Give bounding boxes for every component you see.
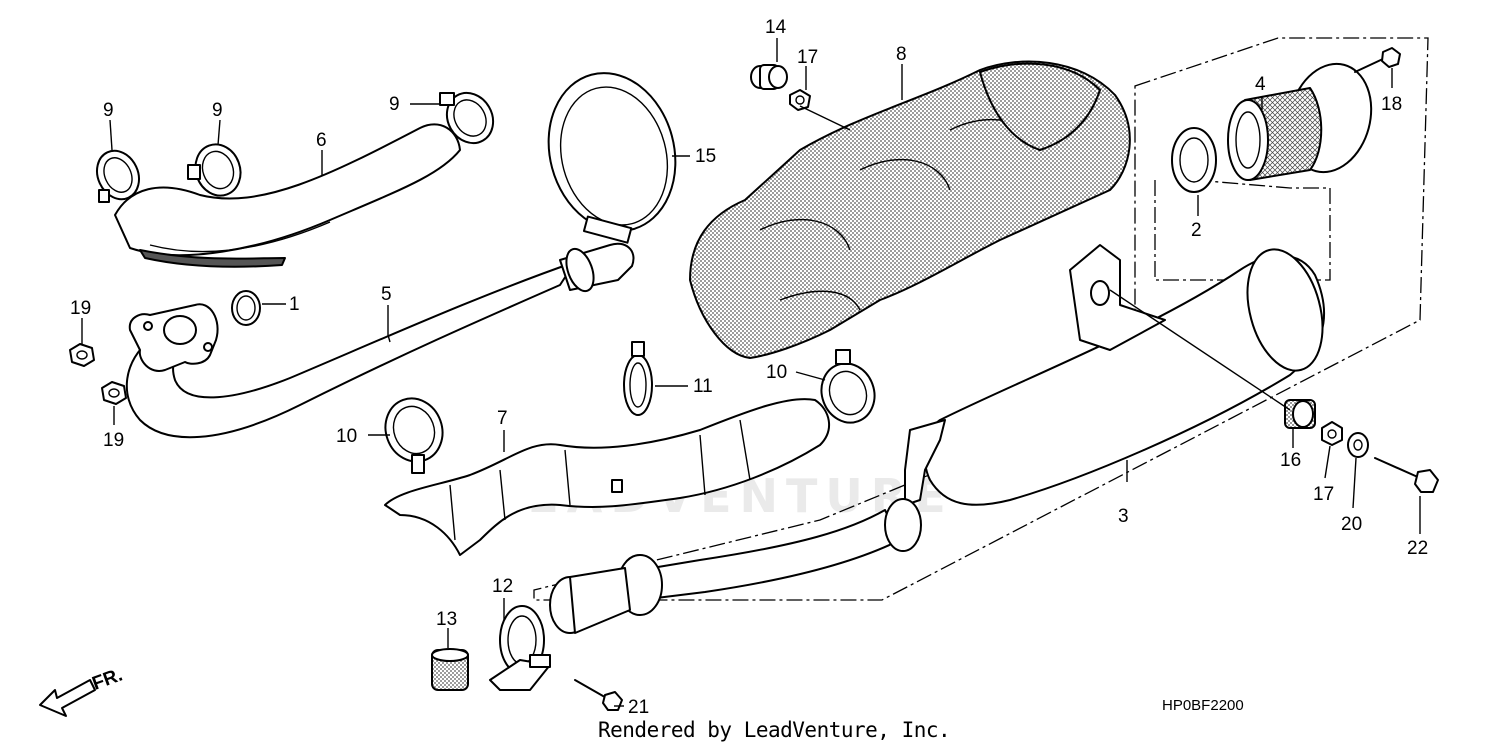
- nut-19b: [101, 381, 127, 405]
- front-direction-arrow: FR.: [39, 664, 126, 717]
- callout-12: 12: [492, 576, 513, 597]
- callout-9-right: 9: [389, 94, 400, 115]
- grommet-14: [750, 64, 788, 90]
- gasket-2: [1171, 127, 1217, 193]
- grommet-16: [1284, 399, 1316, 429]
- spark-arrester-outline: [1154, 179, 1331, 281]
- callout-10-right: 10: [766, 362, 787, 383]
- bolt-22: [1374, 457, 1439, 493]
- callout-3: 3: [1118, 506, 1129, 527]
- callout-9-mid: 9: [212, 100, 223, 121]
- band-clamp-15: [547, 72, 677, 244]
- hose-clamp-10b: [820, 349, 876, 424]
- callout-14: 14: [765, 17, 787, 38]
- spark-arrester-4: [1227, 62, 1373, 181]
- callout-7: 7: [497, 408, 508, 429]
- callout-1: 1: [289, 294, 300, 315]
- callout-9-left: 9: [103, 100, 114, 121]
- heat-cover-7: [384, 398, 830, 556]
- callout-5: 5: [381, 284, 392, 305]
- callout-4: 4: [1255, 74, 1266, 95]
- washer-17a: [789, 89, 811, 111]
- callout-8: 8: [896, 44, 907, 65]
- exhaust-cover-6: [114, 123, 461, 257]
- callout-20: 20: [1341, 514, 1362, 535]
- hose-clamp-9b: [187, 143, 242, 197]
- gasket-1: [231, 290, 261, 326]
- callout-19-top: 19: [70, 298, 91, 319]
- callout-16: 16: [1280, 450, 1301, 471]
- exhaust-pipe-5: [125, 261, 576, 439]
- clamp-bracket-12: [489, 605, 551, 691]
- callout-6: 6: [316, 130, 327, 151]
- grommet-13: [431, 648, 469, 691]
- callout-17-right: 17: [1313, 484, 1334, 505]
- callout-19-bottom: 19: [103, 430, 124, 451]
- hose-clamp-10a: [384, 397, 444, 474]
- svg-text:FR.: FR.: [90, 664, 126, 694]
- credit-text: Rendered by LeadVenture, Inc.: [598, 718, 951, 742]
- callout-15: 15: [695, 146, 716, 167]
- callout-21: 21: [628, 697, 649, 718]
- hose-clamp-9a: [96, 149, 140, 203]
- hose-clamp-11: [623, 341, 653, 416]
- callout-22: 22: [1407, 538, 1428, 559]
- bolt-18: [1354, 47, 1401, 73]
- callout-18: 18: [1381, 94, 1402, 115]
- callout-2: 2: [1191, 220, 1202, 241]
- washer-20: [1347, 432, 1369, 458]
- callout-13: 13: [436, 609, 457, 630]
- washer-17b: [1321, 421, 1343, 446]
- callout-10-left: 10: [336, 426, 357, 447]
- callout-17-top: 17: [797, 47, 818, 68]
- nut-19a: [69, 343, 95, 367]
- callout-11: 11: [693, 376, 713, 397]
- hose-clamp-9c: [439, 91, 495, 145]
- diagram-code: HP0BF2200: [1162, 697, 1244, 714]
